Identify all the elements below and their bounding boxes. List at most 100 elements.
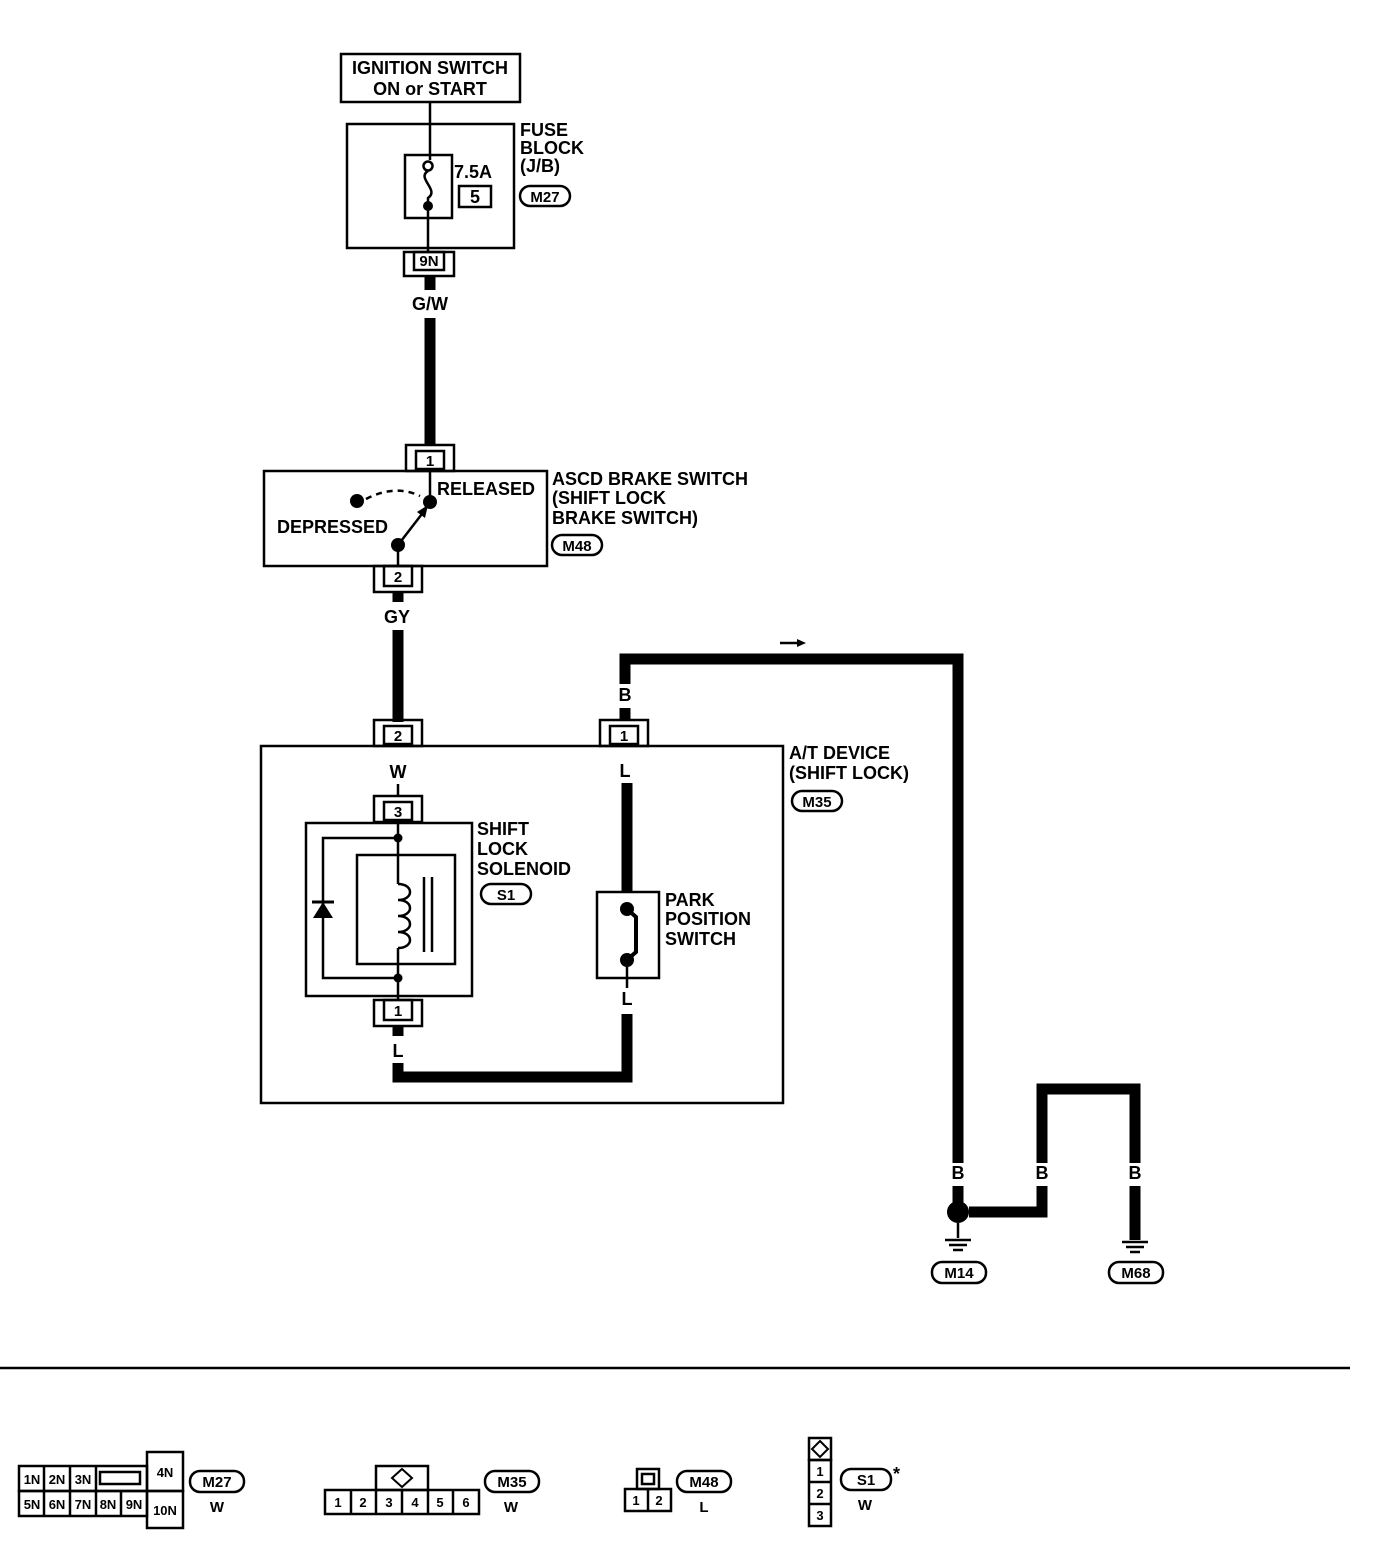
m35-pin-6: 6 [462,1495,469,1510]
ground-m14-badge [930,1260,988,1285]
connector-s1-face [807,1436,833,1528]
s1-badge [839,1467,893,1492]
solenoid-connector-id: S1 [497,887,515,904]
park-switch-label-2: POSITION [665,909,751,929]
fuse-block-box [345,122,516,250]
diode-loop [321,836,398,980]
at-device-connector-id: M35 [802,794,831,811]
m35-badge [483,1469,541,1494]
brake-switch-pin2: 2 [394,569,402,586]
solenoid-pin1: 1 [394,1003,402,1020]
wire-w-label: W [390,762,407,782]
connector-m35-face [323,1464,481,1516]
at-device-connector-badge [790,789,844,813]
solenoid-pin3: 3 [394,804,402,821]
wire-b-label-splice: B [1036,1163,1049,1183]
at-device-label-2: (SHIFT LOCK) [789,763,909,783]
wire-l-label-park-top: L [620,761,631,781]
brake-switch-connector-id: M48 [562,538,591,555]
m35-id: M35 [497,1474,526,1491]
solenoid-label-3: SOLENOID [477,859,571,879]
wire-b-label-top: B [619,685,632,705]
m27-cell-4n: 4N [157,1465,174,1480]
m35-pin-2: 2 [359,1495,366,1510]
fuse-block-label-3: (J/B) [520,156,560,176]
m35-pin-1: 1 [334,1495,341,1510]
fuse-block-label-2: BLOCK [520,138,584,158]
ground-node [947,1201,969,1223]
fuse-number-box [457,184,493,209]
s1-star: * [893,1464,900,1484]
connector-m27-face [17,1450,185,1530]
wire-b-splice [969,1186,1048,1218]
wire-gy-label: GY [384,607,410,627]
brake-switch-label-1: ASCD BRAKE SWITCH [552,469,748,489]
brake-switch-label-3: BRAKE SWITCH) [552,508,698,528]
solenoid-box [304,821,474,998]
at-device-box [259,744,785,1105]
depressed-contact [350,494,364,508]
ignition-switch-label-2: ON or START [373,79,487,99]
m27-cell-5n: 5N [24,1497,41,1512]
ground-m68-badge [1107,1260,1165,1285]
m27-cell-7n: 7N [75,1497,92,1512]
ground-m68-icon [1122,1240,1148,1254]
terminal-9n-label: 9N [419,253,438,270]
fuse-block-connector-badge [518,184,572,208]
terminal-9n-box [412,250,446,272]
wire-l-bottom [392,1014,633,1083]
at-device-pin2: 2 [394,728,402,745]
fuse-rating: 7.5A [454,162,492,182]
at-device-pin1-box [608,724,640,746]
m27-cell-1n: 1N [24,1472,41,1487]
switch-arrow-icon [417,505,428,518]
ground-m14-icon [945,1223,971,1252]
ground-m68-id: M68 [1121,1265,1150,1282]
ground-m14-id: M14 [944,1265,974,1282]
brake-switch-pin2-box [382,564,414,588]
s1-pin-1: 1 [816,1464,823,1479]
brake-switch-pin1: 1 [426,453,434,470]
wire-l-label-park-bottom: L [622,989,633,1009]
m27-cell-2n: 2N [49,1472,66,1487]
park-switch-blade [625,907,638,962]
s1-color: W [858,1497,873,1514]
fuse-block-connector-id: M27 [530,189,559,206]
m48-color: L [699,1499,708,1516]
at-device-pin2-bracket [372,718,424,748]
solenoid-label-1: SHIFT [477,819,529,839]
solenoid-pin1-box [382,998,414,1022]
switch-blade [397,509,426,546]
m27-cell-9n: 9N [126,1497,143,1512]
park-switch-label-3: SWITCH [665,929,736,949]
solenoid-inner-box [355,853,457,966]
m48-badge [675,1469,733,1494]
fuse-block-label-1: FUSE [520,120,568,140]
m27-cell-6n: 6N [49,1497,66,1512]
solenoid-label-2: LOCK [477,839,528,859]
s1-id: S1 [857,1472,875,1489]
fuse-top-terminal [422,160,434,172]
brake-switch-connector-badge [550,533,604,557]
released-contact [423,495,437,509]
depressed-label: DEPRESSED [277,517,388,537]
diode-icon [313,902,333,918]
m48-pin-2: 2 [655,1493,662,1508]
wire-gw-label: G/W [412,294,448,314]
wire-l-label-solenoid: L [393,1041,404,1061]
switch-travel-dashed [365,489,421,501]
m35-pin-5: 5 [436,1495,443,1510]
m35-pin-3: 3 [385,1495,392,1510]
solenoid-connector-badge [479,882,533,906]
m27-cell-3n: 3N [75,1472,92,1487]
fuse-element-icon [423,169,433,204]
fuse-number: 5 [470,187,480,207]
m27-badge [188,1469,246,1494]
released-label: RELEASED [437,479,535,499]
at-device-pin1: 1 [620,728,628,745]
m48-pin-1: 1 [632,1493,639,1508]
m27-cell-10n: 10N [153,1503,177,1518]
at-device-pin2-box [382,724,414,746]
wire-b-main [619,653,964,1163]
